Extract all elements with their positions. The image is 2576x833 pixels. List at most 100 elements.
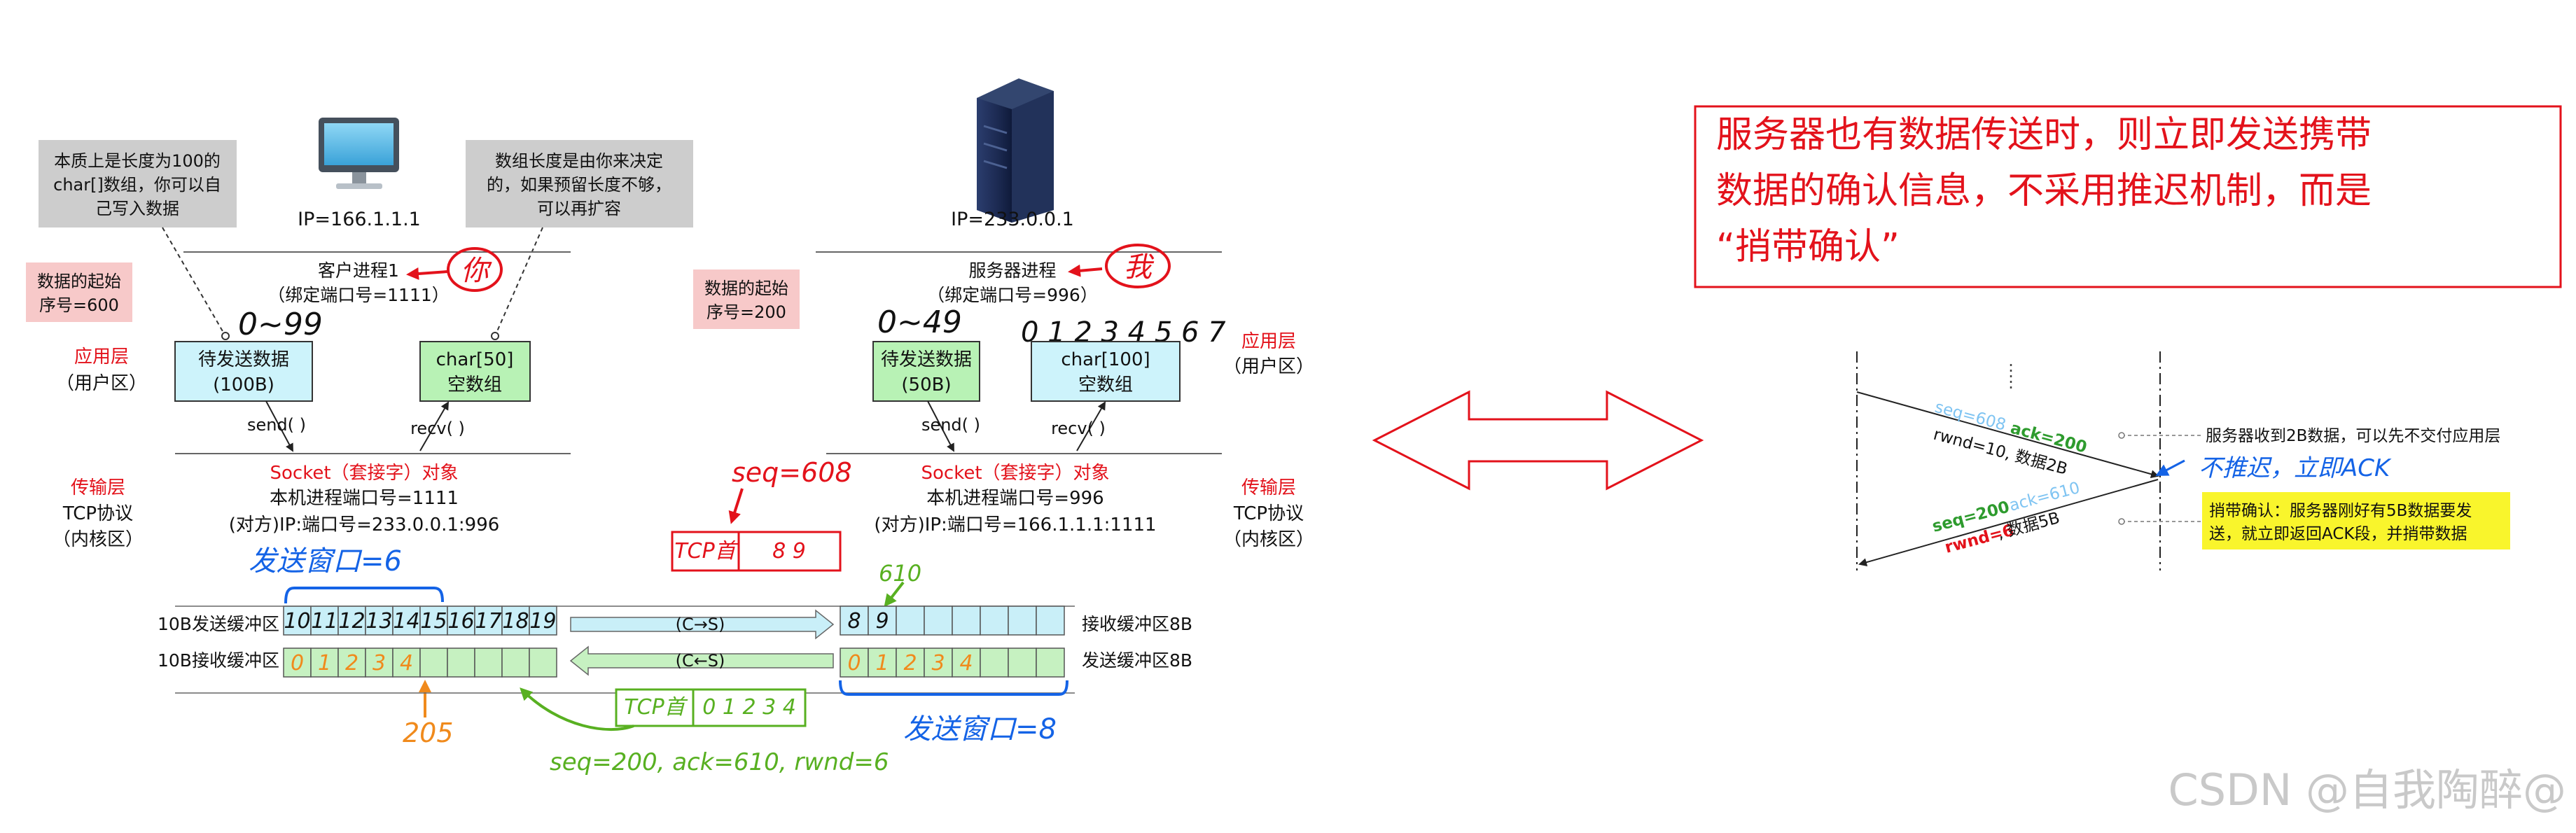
client-socket-title: Socket（套接字）对象 (270, 463, 458, 484)
client-array-note-line1: 本质上是长度为100的 (54, 151, 221, 171)
buffer-cell (474, 648, 503, 678)
client-recv-call: recv( ) (410, 419, 465, 438)
buffer-cell-value: 17 (475, 609, 501, 634)
buffer-cell (980, 606, 1009, 636)
c-to-s-label: (C→S) (676, 615, 725, 634)
c-from-s-label: (C←S) (676, 651, 725, 671)
server-process-title: 服务器进程 (968, 260, 1056, 281)
client-recv-array-desc: 空数组 (447, 374, 502, 396)
client-process-title: 客户进程1 (318, 260, 399, 281)
buffer-cell (529, 648, 557, 678)
seq-hand-note: 不推迟，立即ACK (2199, 454, 2392, 482)
server-range-hand: 0~49 (877, 304, 962, 340)
buffer-cell-value: 4 (400, 651, 413, 676)
buffer-cell-value: 4 (959, 651, 973, 676)
callout-line3: “捎带确认” (1716, 226, 1900, 268)
buffer-cell (337, 648, 366, 678)
client-send-buffer-label: 10B发送缓冲区 (158, 614, 279, 634)
server-remote-addr: (对方)IP:端口号=166.1.1.1:1111 (874, 514, 1156, 536)
server-rack-icon (977, 78, 1054, 223)
client-array2-note-line1: 数组长度是由你来决定 (495, 151, 663, 171)
segment2-tcp-header: TCP首 (674, 539, 738, 564)
buffer-cell (447, 606, 475, 636)
c-from-s-arrow: (C←S) (569, 645, 834, 676)
piggyback-callout: 服务器也有数据传送时，则立即发送携带 数据的确认信息，不采用推迟机制，而是 “捎… (1694, 105, 2562, 288)
buffer-cell (365, 648, 394, 678)
buffer-cell-value: 2 (345, 651, 358, 676)
server-me-hand: 我 (1124, 251, 1155, 284)
server-send-call: send( ) (921, 415, 980, 435)
client-send-data-size: (100B) (213, 374, 274, 396)
client-range-hand: 0~99 (238, 307, 323, 342)
buffer-cell-value: 3 (931, 651, 945, 676)
buffer-cell (952, 648, 981, 678)
server-user-area: （用户区） (1223, 356, 1314, 377)
buffer-cell-value: 2 (903, 651, 917, 676)
client-port-bind: （绑定端口号=1111） (267, 285, 450, 305)
client-user-area: （用户区） (56, 373, 147, 394)
buffer-cell (283, 648, 312, 678)
buffer-cell (1036, 606, 1065, 636)
buffer-cell-value: 0 (847, 651, 861, 676)
server-to-client-segment: TCP首 0 1 2 3 4 (615, 688, 807, 727)
buffer-cell (896, 648, 925, 678)
buffer-cell (419, 606, 448, 636)
client-array2-note-line2: 的，如果预留长度不够， (487, 175, 671, 195)
buffer-cell-value: 12 (338, 609, 365, 634)
server-app-layer: 应用层 (1241, 331, 1296, 352)
buffer-cell (1008, 648, 1037, 678)
client-ip: IP=166.1.1.1 (298, 209, 421, 230)
buffer-cell (1036, 648, 1065, 678)
client-send-window-hand: 发送窗口=6 (249, 545, 402, 578)
buffer-cell-value: 13 (365, 609, 392, 634)
buffer-cell-value: 8 (847, 609, 861, 634)
segment2-payload: 8 9 (772, 539, 806, 564)
buffer-cell-value: 0 (291, 651, 304, 676)
server-socket-title: Socket（套接字）对象 (921, 463, 1109, 484)
client-computer-icon (319, 118, 399, 189)
sequence-diagram: seq=608 ack=200 rwnd=10, 数据2B seq=200 ac… (1856, 351, 2510, 570)
client-array2-note: 数组长度是由你来决定 的，如果预留长度不够， 可以再扩容 (466, 140, 693, 227)
buffer-cell (501, 606, 530, 636)
buffer-cell (337, 606, 366, 636)
server-send-buffer-label: 发送缓冲区8B (1082, 650, 1192, 671)
buffer-cell (952, 606, 981, 636)
client-array-note-line2: char[]数组，你可以自 (53, 175, 221, 195)
buffer-cell (980, 648, 1009, 678)
buffer-cell (924, 606, 953, 636)
buffer-cell (529, 606, 557, 636)
seq-note1: 服务器收到2B数据，可以先不交付应用层 (2206, 427, 2500, 445)
buffer-cell (283, 606, 312, 636)
client-recv-buffer-label: 10B接收缓冲区 (158, 650, 279, 671)
client-array-note: 本质上是长度为100的 char[]数组，你可以自 己写入数据 (39, 140, 237, 227)
server-send-data-size: (50B) (901, 374, 951, 396)
client-remote-addr: (对方)IP:端口号=233.0.0.1:996 (229, 514, 500, 536)
buffer-cell-value: 14 (393, 609, 419, 634)
client-ack-hand: 205 (403, 718, 454, 748)
buffer-cell-value: 9 (875, 609, 889, 634)
client-array-note-line3: 己写入数据 (95, 199, 179, 218)
client-to-server-segment: TCP首 8 9 (671, 531, 842, 572)
buffer-cell (310, 648, 339, 678)
client-app-layer: 应用层 (74, 346, 129, 368)
server-port-bind: （绑定端口号=996） (927, 285, 1098, 305)
client-local-port: 本机进程端口号=1111 (270, 488, 459, 509)
client-send-call: send( ) (247, 415, 306, 435)
buffer-cell (447, 648, 475, 678)
buffer-cell-value: 11 (311, 609, 337, 634)
double-arrow (1372, 390, 1704, 491)
buffer-cell-value: 16 (447, 609, 474, 634)
client-recv-array-label: char[50] (436, 349, 514, 370)
buffer-cell-value: 1 (318, 651, 331, 676)
client-start-seq-line1: 数据的起始 (37, 272, 121, 291)
buffer-cell (1008, 606, 1037, 636)
buffer-cell (419, 648, 448, 678)
server-recv-array-desc: 空数组 (1078, 374, 1133, 396)
server-start-seq-note: 数据的起始 序号=200 (693, 270, 800, 329)
buffer-cell (310, 606, 339, 636)
buffer-cell (840, 648, 869, 678)
buffer-cell-value: 1 (875, 651, 889, 676)
client-you-hand: 你 (461, 255, 492, 287)
